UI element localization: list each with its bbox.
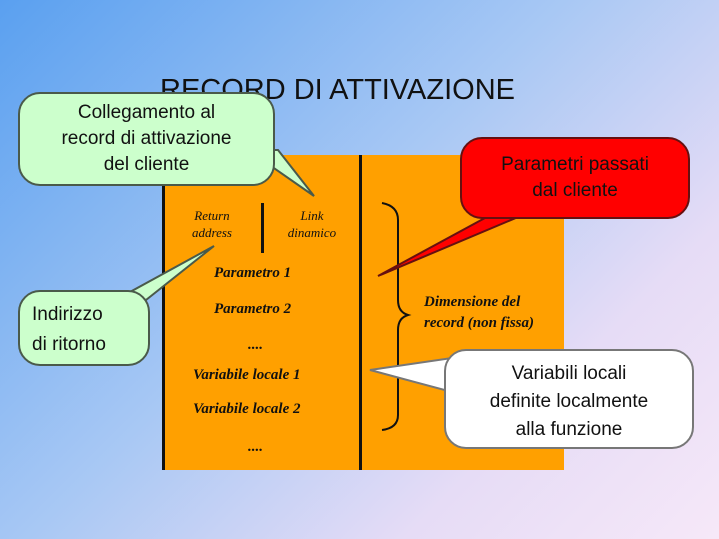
record-left-border <box>162 155 165 470</box>
params-callout-pointer <box>377 211 531 277</box>
return-address-label-line1: Return <box>194 208 230 223</box>
link-dinamico-label-line2: dinamico <box>287 225 337 240</box>
record-divider-line <box>359 155 362 470</box>
return-address-label-line2: address <box>192 225 232 240</box>
record-size-label-line2: record (non fissa) <box>424 315 535 331</box>
callout-return-line2: di ritorno <box>32 334 106 355</box>
callout-parametri: Parametri passati dal cliente <box>460 137 690 219</box>
field-variabile-locale-2: Variabile locale 2 <box>193 401 301 417</box>
field-parametro-1: Parametro 1 <box>214 265 292 281</box>
callout-return-line1: Indirizzo <box>32 304 103 325</box>
callout-locals-line2: definite localmente <box>489 391 649 412</box>
link-dinamico-label-line1: Link <box>300 208 324 223</box>
link-dinamico-label: Link dinamico <box>276 207 348 241</box>
field-ellipsis-1: .... <box>248 337 263 353</box>
field-ellipsis-2: .... <box>248 439 263 455</box>
callout-params-line1: Parametri passati <box>501 154 649 175</box>
record-size-label-line1: Dimensione del <box>424 294 521 310</box>
callout-link-line2: record di attivazione <box>61 128 232 149</box>
size-brace <box>381 202 412 431</box>
callout-link-line1: Collegamento al <box>77 102 216 123</box>
return-callout-pointer <box>127 245 215 302</box>
callout-locals-line1: Variabili locali <box>511 363 627 384</box>
field-parametro-2: Parametro 2 <box>214 301 292 317</box>
record-size-label: Dimensione del record (non fissa) <box>424 292 534 334</box>
callout-link-line3: del cliente <box>103 154 190 175</box>
header-separator-line <box>261 203 264 253</box>
callout-params-line2: dal cliente <box>532 180 618 201</box>
callout-link-dinamico: Collegamento al record di attivazione de… <box>18 92 275 186</box>
callout-locals-line3: alla funzione <box>515 419 623 440</box>
return-address-label: Return address <box>180 207 244 241</box>
locals-callout-pointer <box>369 356 453 394</box>
callout-variabili-locali: Variabili locali definite localmente all… <box>444 349 694 449</box>
callout-indirizzo-ritorno: Indirizzo di ritorno <box>18 290 150 366</box>
field-variabile-locale-1: Variabile locale 1 <box>193 367 301 383</box>
